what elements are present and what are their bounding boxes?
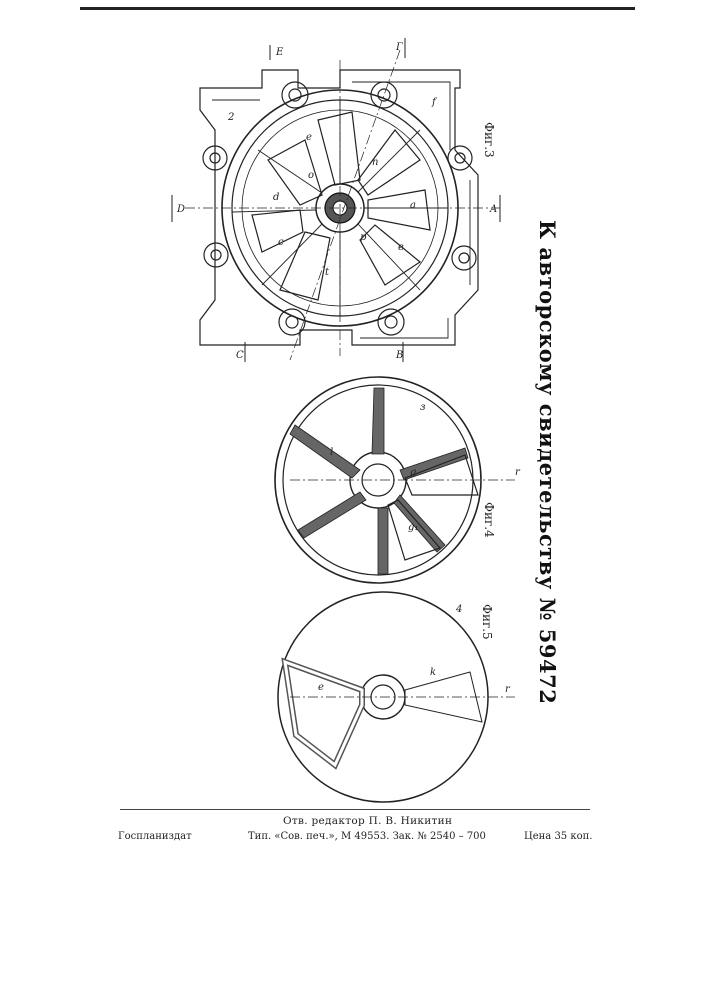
svg-text:B: B: [395, 350, 403, 361]
fig5-label: Фиг.5: [480, 604, 494, 640]
svg-text:з: з: [420, 402, 425, 413]
svg-text:Г: Г: [395, 42, 403, 53]
print-info: Тип. «Сов. печ.», М 49553. Зак. № 2540 –…: [248, 831, 486, 842]
svg-text:n: n: [372, 157, 378, 168]
editor-credit: Отв. редактор П. В. Никитин: [283, 815, 452, 827]
svg-text:e: e: [306, 132, 312, 143]
svg-text:r: r: [505, 684, 511, 695]
fig4-rotor-disc-drawing: l з g g₁ r: [275, 377, 521, 583]
svg-text:g: g: [410, 467, 416, 478]
svg-text:g₁: g₁: [408, 522, 418, 533]
fig4-label: Фиг.4: [482, 502, 496, 538]
svg-text:o: o: [308, 170, 314, 181]
svg-text:k: k: [430, 667, 436, 678]
footer-rule: [120, 809, 590, 810]
price-label: Цена 35 коп.: [524, 831, 592, 842]
fig3-pump-housing-drawing: E Г D A C B 2 f e d c t в a n p o: [172, 38, 500, 362]
svg-text:C: C: [236, 350, 244, 361]
svg-text:c: c: [278, 237, 284, 248]
sheet-caption: К авторскому свидетельству № 59472: [532, 220, 560, 620]
svg-text:в: в: [398, 242, 404, 253]
publisher-name: Госпланиздат: [118, 831, 192, 842]
svg-text:e: e: [318, 682, 324, 693]
svg-text:D: D: [176, 204, 185, 215]
fig3-label: Фиг.3: [482, 122, 496, 158]
svg-text:d: d: [273, 192, 279, 203]
svg-text:f: f: [431, 97, 438, 108]
svg-text:E: E: [275, 47, 284, 58]
svg-text:A: A: [489, 204, 497, 215]
svg-text:r: r: [515, 467, 521, 478]
svg-text:l: l: [330, 447, 333, 458]
svg-text:a: a: [410, 200, 416, 211]
svg-text:t: t: [325, 267, 330, 278]
svg-text:2: 2: [227, 112, 234, 123]
svg-text:4: 4: [455, 604, 462, 615]
svg-text:p: p: [360, 232, 367, 243]
